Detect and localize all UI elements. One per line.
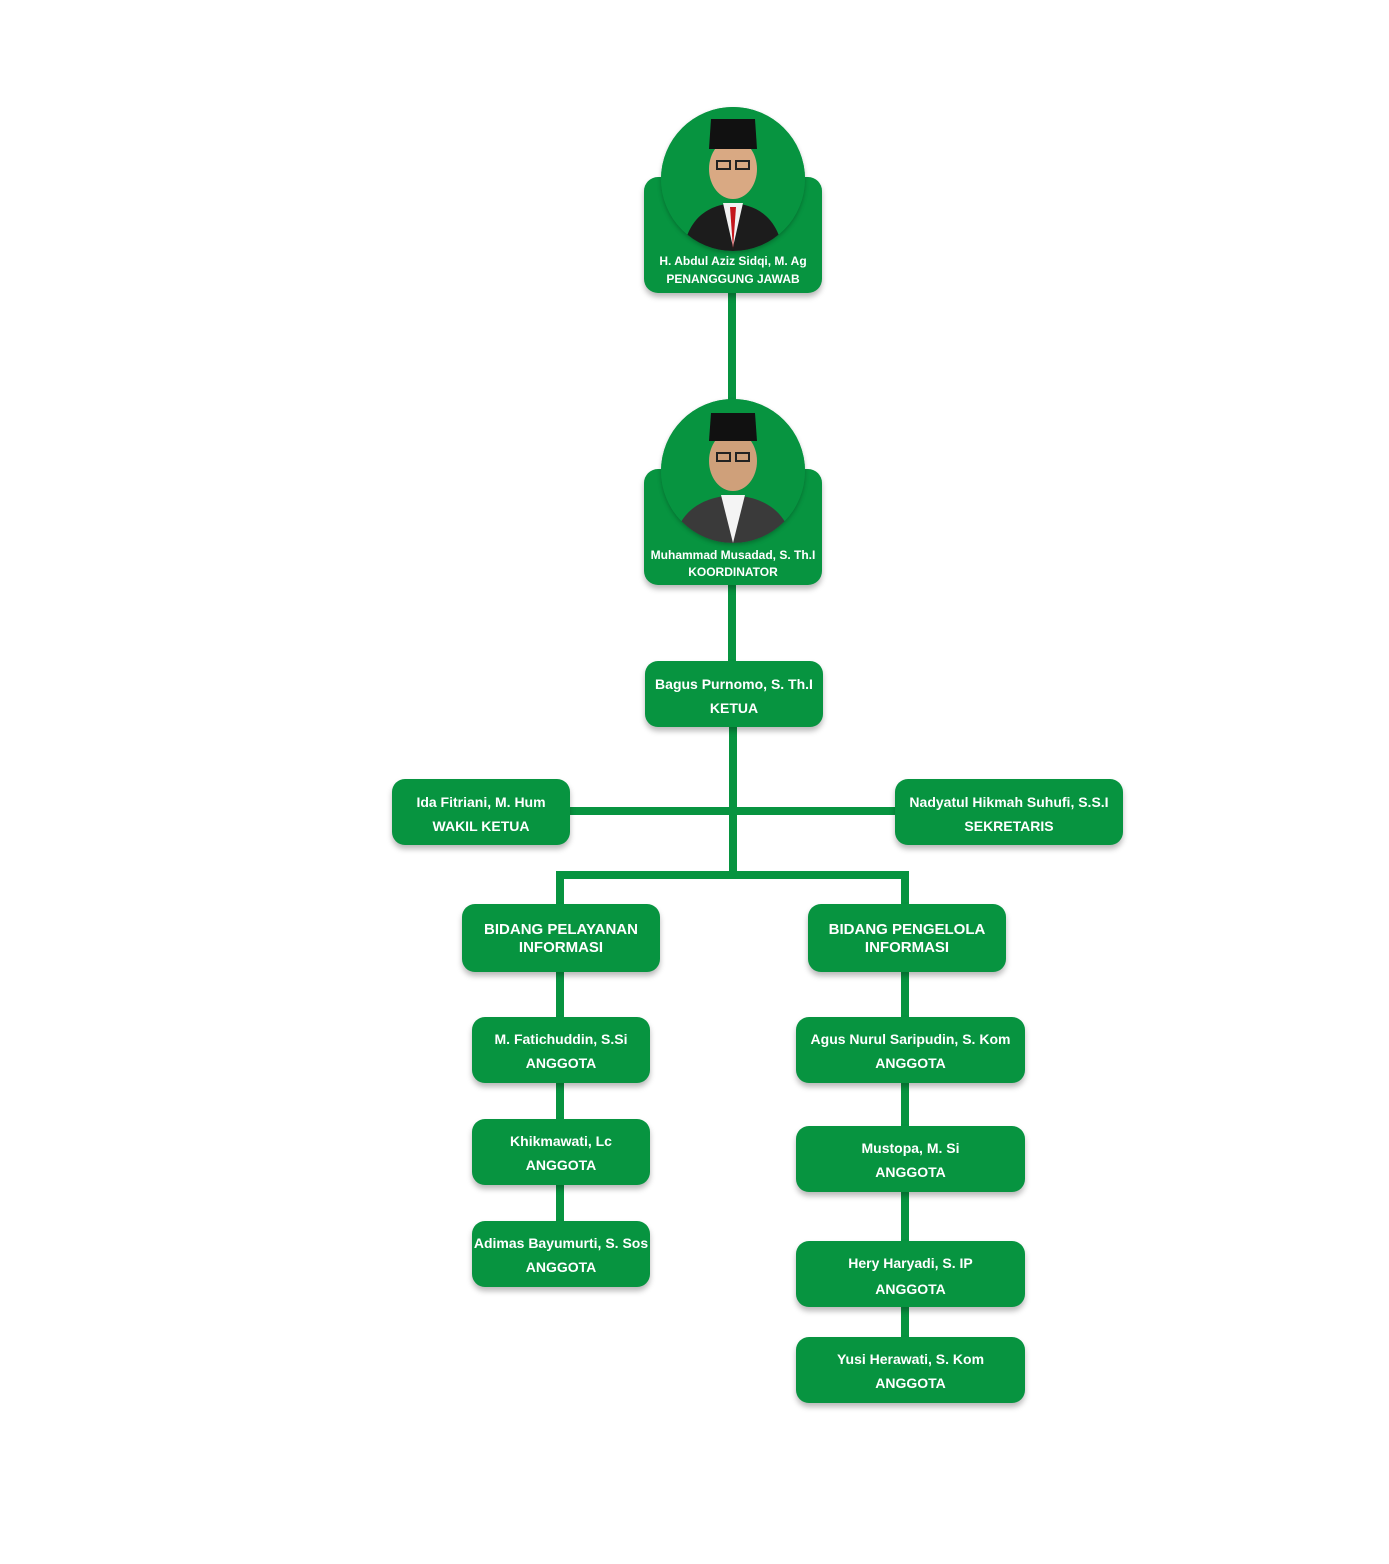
person-name: Muhammad Musadad, S. Th.I — [650, 548, 816, 562]
connector-bidang-left-drop — [556, 871, 564, 907]
person-role: ANGGOTA — [525, 1157, 597, 1173]
card-ketua: Bagus Purnomo, S. Th.I KETUA — [645, 661, 823, 727]
person-name: Bagus Purnomo, S. Th.I — [655, 676, 813, 692]
connector-bidang-horizontal — [556, 871, 909, 879]
card-member: Khikmawati, Lc ANGGOTA — [472, 1119, 650, 1185]
avatar — [661, 399, 805, 543]
person-name: Khikmawati, Lc — [510, 1133, 612, 1149]
connector-top — [728, 290, 736, 410]
person-name: Adimas Bayumurti, S. Sos — [473, 1235, 649, 1251]
dept-title-line2: INFORMASI — [864, 939, 950, 956]
person-role: ANGGOTA — [875, 1164, 946, 1180]
person-name: Hery Haryadi, S. IP — [848, 1255, 973, 1271]
card-koordinator: Muhammad Musadad, S. Th.I KOORDINATOR — [644, 399, 822, 585]
person-role: SEKRETARIS — [964, 818, 1054, 834]
person-role: ANGGOTA — [525, 1259, 597, 1275]
person-role: WAKIL KETUA — [432, 818, 530, 834]
person-photo-icon — [661, 107, 805, 251]
person-role: KOORDINATOR — [688, 565, 778, 579]
card-bidang-pelayanan-informasi: BIDANG PELAYANAN INFORMASI — [462, 904, 660, 972]
person-name: H. Abdul Aziz Sidqi, M. Ag — [659, 254, 807, 268]
card-member: Agus Nurul Saripudin, S. Kom ANGGOTA — [796, 1017, 1025, 1083]
connector-wakil-sekretaris — [565, 807, 899, 815]
person-name: Yusi Herawati, S. Kom — [836, 1351, 985, 1367]
card-member: Adimas Bayumurti, S. Sos ANGGOTA — [472, 1221, 650, 1287]
person-role: ANGGOTA — [875, 1055, 946, 1071]
card-member: Yusi Herawati, S. Kom ANGGOTA — [796, 1337, 1025, 1403]
person-name: M. Fatichuddin, S.Si — [494, 1031, 628, 1047]
card-member: Mustopa, M. Si ANGGOTA — [796, 1126, 1025, 1192]
person-role: ANGGOTA — [525, 1055, 597, 1071]
person-role: ANGGOTA — [875, 1281, 946, 1297]
card-wakil-ketua: Ida Fitriani, M. Hum WAKIL KETUA — [392, 779, 570, 845]
connector-koordinator-ketua — [728, 582, 736, 662]
person-role: ANGGOTA — [875, 1375, 946, 1391]
dept-title-line2: INFORMASI — [518, 939, 604, 956]
person-role: PENANGGUNG JAWAB — [666, 272, 800, 286]
card-member: M. Fatichuddin, S.Si ANGGOTA — [472, 1017, 650, 1083]
avatar — [661, 107, 805, 251]
person-photo-icon — [661, 399, 805, 543]
connector-bidang-right-drop — [901, 871, 909, 907]
person-name: Mustopa, M. Si — [861, 1140, 960, 1156]
connector-left-column — [556, 970, 564, 1225]
person-role: KETUA — [709, 700, 759, 716]
card-sekretaris: Nadyatul Hikmah Suhufi, S.S.I SEKRETARIS — [895, 779, 1123, 845]
person-name: Nadyatul Hikmah Suhufi, S.S.I — [909, 794, 1109, 810]
person-name: Agus Nurul Saripudin, S. Kom — [810, 1031, 1011, 1047]
card-penanggung-jawab: H. Abdul Aziz Sidqi, M. Ag PENANGGUNG JA… — [644, 107, 822, 293]
person-name: Ida Fitriani, M. Hum — [416, 794, 546, 810]
connector-ketua-down — [729, 725, 737, 875]
dept-title-line1: BIDANG PELAYANAN — [484, 921, 638, 938]
card-member: Hery Haryadi, S. IP ANGGOTA — [796, 1241, 1025, 1307]
dept-title-line1: BIDANG PENGELOLA — [828, 921, 986, 938]
card-bidang-pengelola-informasi: BIDANG PENGELOLA INFORMASI — [808, 904, 1006, 972]
